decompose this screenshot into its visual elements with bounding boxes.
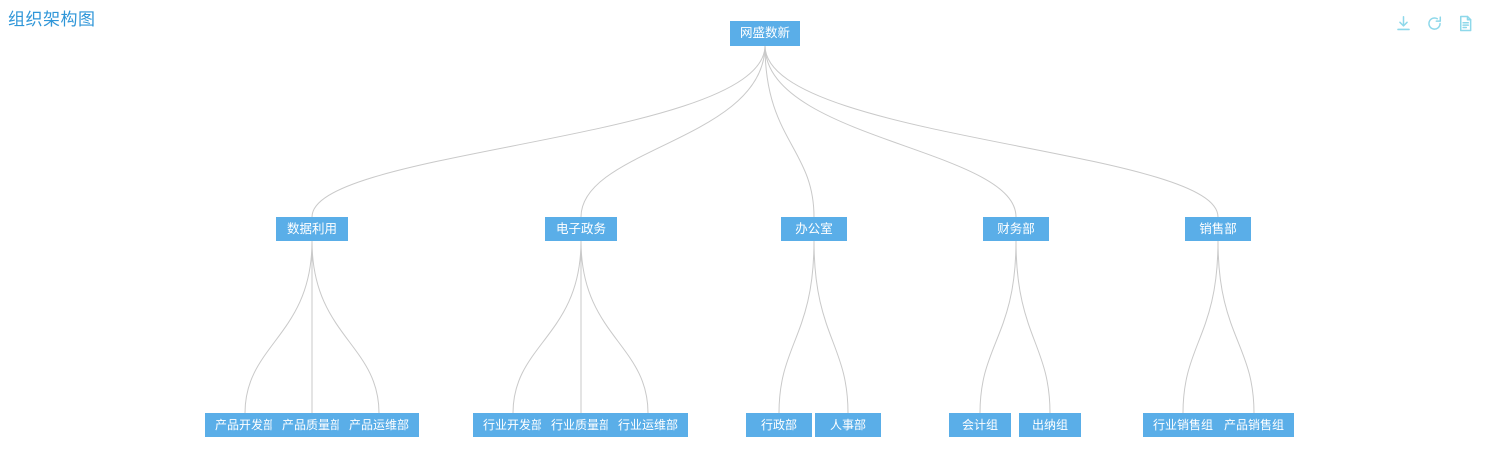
org-node-label: 电子政务 (555, 220, 606, 236)
org-node-label: 产品开发部 (214, 418, 275, 432)
refresh-icon[interactable] (1425, 14, 1444, 33)
org-node-d1a[interactable]: 产品开发部 (205, 413, 285, 437)
org-node-d2[interactable]: 电子政务 (545, 217, 617, 241)
org-node-d1b[interactable]: 产品质量部 (272, 413, 352, 437)
org-node-label: 网盛数新 (739, 24, 790, 40)
org-node-d3a[interactable]: 行政部 (746, 413, 812, 437)
document-icon[interactable] (1456, 14, 1475, 33)
org-node-root[interactable]: 网盛数新 (730, 20, 800, 46)
org-node-label: 行政部 (760, 418, 797, 432)
toolbar (1394, 14, 1475, 33)
org-node-label: 行业运维部 (617, 418, 678, 432)
org-node-label: 行业开发部 (482, 418, 543, 432)
org-node-label: 人事部 (829, 418, 866, 432)
org-node-label: 财务部 (997, 220, 1035, 236)
org-node-label: 会计组 (961, 418, 998, 432)
org-node-d5a[interactable]: 行业销售组 (1143, 413, 1223, 437)
org-node-d2b[interactable]: 行业质量部 (541, 413, 621, 437)
org-node-d4[interactable]: 财务部 (983, 217, 1049, 241)
download-icon[interactable] (1394, 14, 1413, 33)
org-node-label: 产品质量部 (281, 418, 342, 432)
org-node-d5b[interactable]: 产品销售组 (1214, 413, 1294, 437)
org-node-d3b[interactable]: 人事部 (815, 413, 881, 437)
org-node-d1c[interactable]: 产品运维部 (339, 413, 419, 437)
org-node-d1[interactable]: 数据利用 (276, 217, 348, 241)
org-node-label: 销售部 (1199, 220, 1237, 236)
org-node-d3[interactable]: 办公室 (781, 217, 847, 241)
org-node-d2c[interactable]: 行业运维部 (608, 413, 688, 437)
org-node-label: 产品销售组 (1223, 418, 1284, 432)
org-node-d4a[interactable]: 会计组 (949, 413, 1011, 437)
org-node-label: 行业销售组 (1152, 418, 1213, 432)
org-node-d5[interactable]: 销售部 (1185, 217, 1251, 241)
org-node-label: 行业质量部 (550, 418, 611, 432)
org-node-label: 数据利用 (286, 220, 337, 236)
org-node-label: 出纳组 (1031, 418, 1068, 432)
org-node-d4b[interactable]: 出纳组 (1019, 413, 1081, 437)
org-node-label: 办公室 (795, 220, 833, 236)
org-node-label: 产品运维部 (348, 418, 409, 432)
page-title: 组织架构图 (8, 10, 96, 30)
org-node-d2a[interactable]: 行业开发部 (473, 413, 553, 437)
